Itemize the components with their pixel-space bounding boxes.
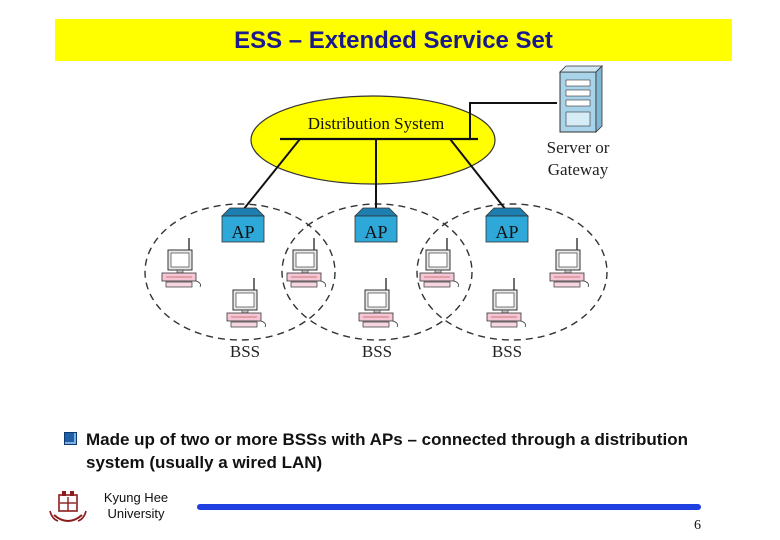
ap-label-middle: AP [364, 222, 387, 242]
station-computer-icon [226, 277, 267, 328]
university-name-line2: University [107, 506, 165, 521]
bullet-text: Made up of two or more BSSs with APs – c… [86, 430, 688, 472]
station-computer-icon [161, 237, 202, 288]
station-computer-icon [286, 237, 327, 288]
bss-label-left: BSS [230, 342, 260, 361]
university-name: Kyung Hee University [90, 490, 182, 522]
footer-divider [197, 504, 701, 510]
distribution-system-label: Distribution System [308, 114, 444, 133]
ap-label-left: AP [231, 222, 254, 242]
page-number: 6 [694, 518, 701, 533]
station-computer-icon [358, 277, 399, 328]
server-label-line2: Gateway [548, 160, 609, 179]
bullet-square-icon [64, 432, 77, 445]
slide-title: ESS – Extended Service Set [234, 27, 553, 54]
station-computer-icon [549, 237, 590, 288]
server-label-line1: Server or [547, 138, 610, 157]
title-bar: ESS – Extended Service Set [55, 19, 732, 61]
ap-label-right: AP [495, 222, 518, 242]
station-computer-icon [486, 277, 527, 328]
university-name-line1: Kyung Hee [103, 490, 169, 505]
server-icon [559, 65, 603, 133]
bss-label-right: BSS [492, 342, 522, 361]
bss-circle-right [416, 203, 608, 341]
bss-circle-left [144, 203, 336, 341]
station-computer-icon [419, 237, 460, 288]
bss-label-middle: BSS [362, 342, 392, 361]
university-logo-icon [49, 491, 87, 522]
